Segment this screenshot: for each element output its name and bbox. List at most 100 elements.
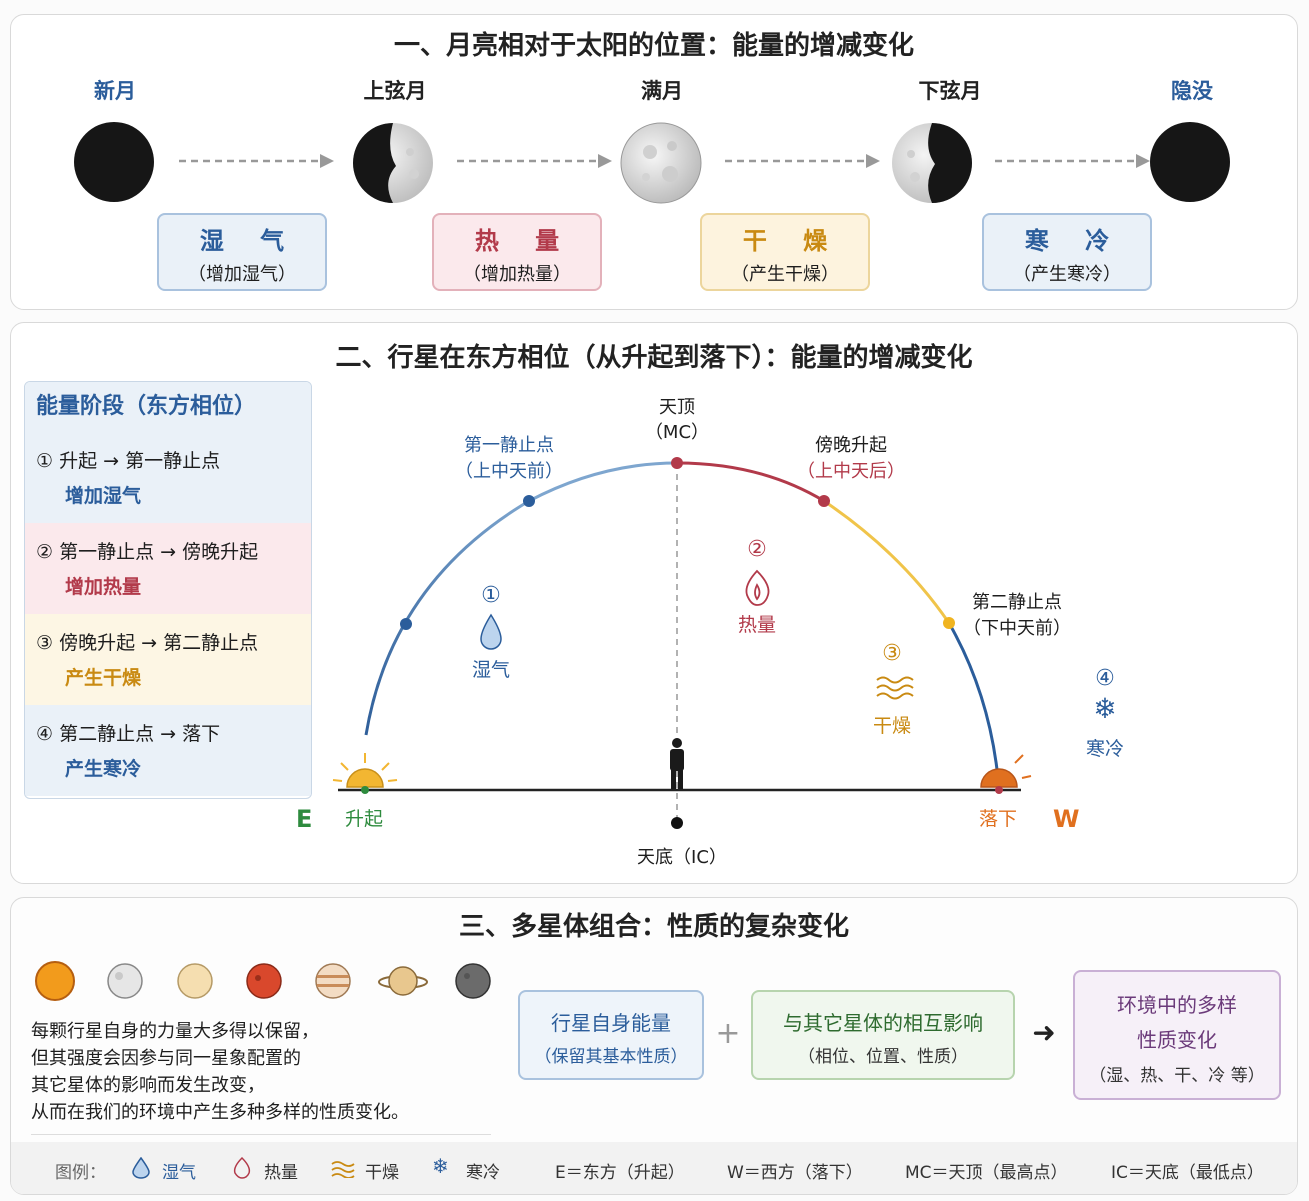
- phase-label-dark-moon: 隐没: [1171, 79, 1213, 103]
- legend-ic: IC＝天底（最低点）: [1111, 1163, 1264, 1183]
- section3-title: 三、多星体组合：性质的复杂变化: [458, 912, 849, 942]
- orbit-arc-diagram: [332, 457, 1032, 829]
- result-arrow-icon: ➜: [1032, 1016, 1056, 1049]
- phase-label-full-moon: 满月: [641, 79, 683, 103]
- new-moon-icon: [74, 122, 154, 202]
- full-moon-icon: [620, 122, 702, 204]
- flame-icon: [233, 1157, 251, 1179]
- west-label: W: [1053, 805, 1080, 833]
- stage-effect: 产生寒冷: [65, 758, 142, 780]
- description-line: 从而在我们的环境中产生多种多样的性质变化。: [31, 1102, 409, 1123]
- mc-label: 天顶: [659, 397, 695, 418]
- legend-bar: [11, 1142, 1297, 1194]
- moon-phase-panel: 一、月亮相对于太阳的位置：能量的增减变化 新月 上弦月 满月 下弦月 隐没 湿 …: [10, 14, 1298, 310]
- arc-segment-cold: [947, 622, 1000, 779]
- box3-title: 环境中的多样: [1117, 993, 1237, 1017]
- jupiter-planet-icon: [315, 963, 351, 999]
- mercury-planet-icon: [455, 963, 491, 999]
- stage-effect: 增加热量: [65, 576, 142, 598]
- arrow-icon: [725, 154, 880, 168]
- quadrant1-label: 湿气: [471, 659, 510, 681]
- stage-1: ① 升起 → 第一静止点 增加湿气: [25, 432, 311, 523]
- water-drop-icon: [480, 613, 502, 650]
- box1-sub: （保留其基本性质）: [534, 1047, 688, 1067]
- snowflake-icon: ❄: [432, 1154, 449, 1178]
- station2-label: 第二静止点: [972, 592, 1062, 613]
- arc-segment-moist: [364, 499, 530, 736]
- energy-box-heat: 热 量 （增加热量）: [432, 213, 602, 291]
- station1-sub: （上中天前）: [455, 461, 563, 482]
- result-box: 环境中的多样 性质变化 （湿、热、干、冷 等）: [1073, 970, 1281, 1100]
- quadrant3-label: 干燥: [872, 715, 911, 737]
- arc-segment-heat: [676, 461, 825, 503]
- stage-range: ② 第一静止点 → 傍晚升起: [36, 541, 259, 563]
- station2-point: [943, 617, 955, 629]
- energy-sub: （产生干燥）: [731, 264, 839, 285]
- section2-title: 二、行星在东方相位（从升起到落下）：能量的增减变化: [335, 343, 973, 373]
- east-label: E: [296, 805, 313, 833]
- energy-box-moist: 湿 气 （增加湿气）: [157, 213, 327, 291]
- stage-effect: 增加湿气: [65, 485, 142, 507]
- arc-segment-dry: [823, 499, 951, 624]
- description-line: 但其强度会因参与同一星象配置的: [31, 1048, 301, 1069]
- box3-sub: （湿、热、干、冷 等）: [1089, 1066, 1265, 1086]
- stage-3: ③ 傍晚升起 → 第二静止点 产生干燥: [25, 614, 311, 705]
- dark-moon-icon: [1150, 122, 1230, 202]
- legend-dry: 干燥: [365, 1163, 399, 1183]
- heliacal-sub: （上中天后）: [797, 461, 905, 482]
- interaction-box: 与其它星体的相互影响 （相位、位置、性质）: [751, 990, 1015, 1080]
- ic-point: [671, 817, 683, 829]
- legend-west: W＝西方（落下）: [727, 1163, 863, 1183]
- legend-mc: MC＝天顶（最高点）: [905, 1163, 1068, 1183]
- mc-point: [671, 457, 683, 469]
- plus-sign: +: [715, 1016, 741, 1051]
- arc-segment-moist: [528, 461, 678, 503]
- flame-icon: [745, 569, 770, 606]
- arrow-icon: [179, 154, 334, 168]
- stage-range: ③ 傍晚升起 → 第二静止点: [36, 632, 259, 654]
- quadrant2-number: ②: [747, 537, 767, 562]
- box3-title2: 性质变化: [1137, 1028, 1217, 1052]
- legend-heat: 热量: [264, 1163, 298, 1183]
- station2-sub: （下中天前）: [963, 618, 1071, 639]
- planet-energy-box: 行星自身能量 （保留其基本性质）: [518, 990, 704, 1080]
- dry-waves-icon: [331, 1161, 355, 1178]
- multi-body-panel: 三、多星体组合：性质的复杂变化 每颗行星自身的力量大多得以保留， 但其强度会因参…: [10, 897, 1298, 1195]
- energy-sub: （增加湿气）: [188, 264, 296, 285]
- section1-title: 一、月亮相对于太阳的位置：能量的增减变化: [393, 31, 914, 61]
- energy-title: 湿 气: [199, 227, 299, 255]
- box2-sub: （相位、位置、性质）: [798, 1047, 968, 1067]
- observer-person-icon: [670, 738, 684, 789]
- last-quarter-moon-icon: [892, 123, 972, 203]
- water-drop-icon: [132, 1157, 150, 1179]
- sun-planet-icon: [35, 961, 75, 1001]
- energy-title: 热 量: [474, 227, 574, 255]
- station1-label: 第一静止点: [464, 435, 554, 456]
- divider: [31, 1134, 491, 1135]
- description-line: 其它星体的影响而发生改变，: [31, 1075, 265, 1096]
- phase-label-new-moon: 新月: [94, 79, 136, 103]
- snowflake-icon: ❄: [1093, 692, 1117, 725]
- quadrant4-number: ④: [1095, 666, 1115, 691]
- saturn-planet-icon: [378, 966, 428, 996]
- rising-sun-icon: [332, 753, 398, 794]
- energy-sub: （增加热量）: [463, 264, 571, 285]
- quadrant3-number: ③: [882, 641, 902, 666]
- stage-range: ④ 第二静止点 → 落下: [36, 723, 221, 745]
- ic-label: 天底（IC）: [637, 847, 727, 868]
- legend-moist: 湿气: [162, 1163, 196, 1183]
- heliacal-label: 傍晚升起: [815, 435, 887, 456]
- box1-title: 行星自身能量: [551, 1011, 671, 1035]
- quadrant2-label: 热量: [737, 614, 776, 636]
- legend-east: E＝东方（升起）: [555, 1163, 685, 1183]
- phase-label-last-quarter: 下弦月: [918, 79, 982, 103]
- arc-point: [400, 618, 412, 630]
- stage-4: ④ 第二静止点 → 落下 产生寒冷: [25, 705, 311, 796]
- energy-box-cold: 寒 冷 （产生寒冷）: [982, 213, 1152, 291]
- set-label: 落下: [979, 808, 1018, 830]
- quadrant1-number: ①: [481, 583, 501, 608]
- oriental-phase-panel: 二、行星在东方相位（从升起到落下）：能量的增减变化 能量阶段（东方相位） ① 升…: [10, 322, 1298, 884]
- quadrant4-label: 寒冷: [1085, 738, 1124, 760]
- setting-sun-icon: [980, 754, 1032, 794]
- mc-sub: （MC）: [644, 422, 710, 443]
